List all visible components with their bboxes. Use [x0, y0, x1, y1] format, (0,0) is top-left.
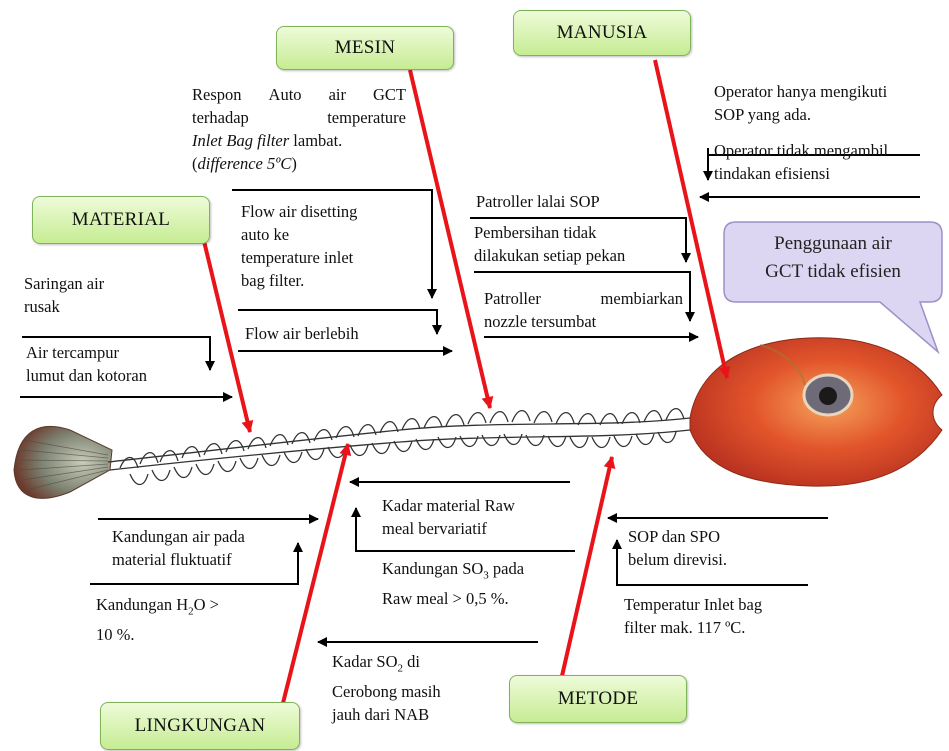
cause-kadar-so2: Kadar SO2 di Cerobong masih jauh dari NA… [332, 650, 441, 726]
cause-kandungan-air: Kandungan air pada material fluktuatif [112, 525, 245, 571]
op2-line-2: tindakan efisiensi [714, 162, 888, 185]
sop-line-2: belum direvisi. [628, 548, 727, 571]
category-metode: METODE [509, 675, 687, 723]
bersih-line-2: dilakukan setiap pekan [474, 244, 625, 267]
cause-kandungan-h2o: Kandungan H2O > 10 %. [96, 593, 219, 646]
problem-statement: Penggunaan air GCT tidak efisien [724, 230, 942, 286]
cause-temperatur-inlet: Temperatur Inlet bag filter mak. 117 ºC. [624, 593, 762, 639]
so2-part-1: Kadar SO [332, 652, 398, 671]
saringan-line-1: Saringan air [24, 272, 104, 295]
kandungan-air-line-2: material fluktuatif [112, 548, 245, 571]
cause-operator-sop: Operator hanya mengikuti SOP yang ada. [714, 80, 887, 126]
lumut-line-1: Air tercampur [26, 341, 147, 364]
cause-sop-spo: SOP dan SPO belum direvisi. [628, 525, 727, 571]
so3-part-1: Kandungan SO [382, 559, 483, 578]
category-mesin: MESIN [276, 26, 454, 70]
cause-kandungan-so3: Kandungan SO3 pada Raw meal > 0,5 %. [382, 557, 524, 610]
fish-spine-icon [108, 409, 690, 485]
nozzle-word-1: Patroller [484, 287, 541, 310]
so2-part-2: di [403, 652, 420, 671]
respon-italic-difference: difference 5ºC [198, 154, 292, 173]
bersih-line-1: Pembersihan tidak [474, 221, 625, 244]
cause-operator-efisiensi: Operator tidak mengambil tindakan efisie… [714, 139, 888, 185]
fish-tail-icon [14, 426, 112, 498]
category-material: MATERIAL [32, 196, 210, 244]
nozzle-line-2: nozzle tersumbat [484, 310, 683, 333]
h2o-part-1: Kandungan H [96, 595, 188, 614]
cause-flow-air-disetting: Flow air disetting auto ke temperature i… [241, 200, 357, 292]
saringan-line-2: rusak [24, 295, 104, 318]
so3-line-2: Raw meal > 0,5 %. [382, 587, 524, 610]
op1-line-1: Operator hanya mengikuti [714, 80, 887, 103]
kadar-raw-line-1: Kadar material Raw [382, 494, 515, 517]
cause-respon-auto-air: Respon Auto air GCT terhadap temperature… [192, 83, 406, 175]
op2-line-1: Operator tidak mengambil [714, 139, 888, 162]
nozzle-word-2: membiarkan [601, 287, 683, 310]
h2o-part-2: O > [194, 595, 219, 614]
respon-word-6: temperature [327, 106, 406, 129]
flow-line-2: auto ke [241, 223, 357, 246]
respon-word-2: Auto [269, 83, 302, 106]
flow-line-4: bag filter. [241, 269, 357, 292]
category-lingkungan: LINGKUNGAN [100, 702, 300, 750]
patroller-lalai-text: Patroller lalai SOP [476, 190, 600, 213]
cause-kadar-material-raw: Kadar material Raw meal bervariatif [382, 494, 515, 540]
respon-italic-inlet: Inlet Bag filter [192, 131, 289, 150]
so2-line-2: Cerobong masih [332, 680, 441, 703]
cause-pembersihan: Pembersihan tidak dilakukan setiap pekan [474, 221, 625, 267]
temp-line-1: Temperatur Inlet bag [624, 593, 762, 616]
kandungan-air-line-1: Kandungan air pada [112, 525, 245, 548]
sop-line-1: SOP dan SPO [628, 525, 727, 548]
respon-lambat: lambat. [289, 131, 342, 150]
cause-nozzle: Patroller membiarkan nozzle tersumbat [484, 287, 683, 333]
cause-saringan-air: Saringan air rusak [24, 272, 104, 318]
flow-line-1: Flow air disetting [241, 200, 357, 223]
op1-line-2: SOP yang ada. [714, 103, 887, 126]
respon-word-1: Respon [192, 83, 242, 106]
temp-line-2: filter mak. 117 ºC. [624, 616, 762, 639]
respon-paren-close: ) [291, 154, 297, 173]
cause-air-tercampur: Air tercampur lumut dan kotoran [26, 341, 147, 387]
respon-word-5: terhadap [192, 106, 249, 129]
problem-line-1: Penggunaan air [724, 230, 942, 258]
cause-flow-air-berlebih: Flow air berlebih [245, 322, 359, 345]
kadar-raw-line-2: meal bervariatif [382, 517, 515, 540]
so2-line-3: jauh dari NAB [332, 703, 441, 726]
flow-line-3: temperature inlet [241, 246, 357, 269]
flow-berlebih-text: Flow air berlebih [245, 322, 359, 345]
problem-line-2: GCT tidak efisien [724, 258, 942, 286]
respon-word-3: air [329, 83, 346, 106]
category-manusia: MANUSIA [513, 10, 691, 56]
fish-head-icon [690, 338, 942, 486]
lumut-line-2: lumut dan kotoran [26, 364, 147, 387]
cause-patroller-lalai: Patroller lalai SOP [476, 190, 600, 213]
h2o-line-2: 10 %. [96, 623, 219, 646]
respon-word-4: GCT [373, 83, 406, 106]
so3-part-2: pada [489, 559, 524, 578]
